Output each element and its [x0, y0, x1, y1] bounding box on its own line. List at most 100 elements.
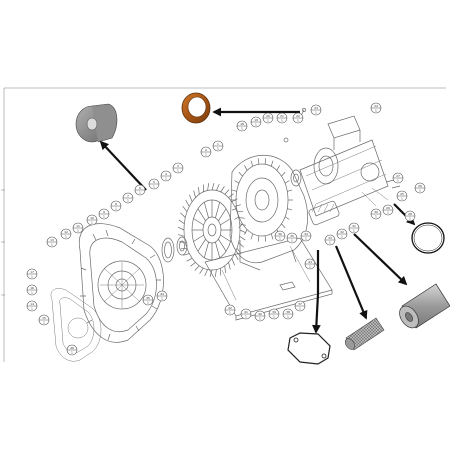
part-balloon-15: 151 [38, 314, 50, 326]
filter-disc[interactable] [75, 103, 118, 143]
shaft-hardware [283, 108, 401, 226]
cover-flange [78, 223, 164, 343]
balloon-number: 5 [153, 180, 155, 184]
balloon-number: 30 [374, 210, 378, 214]
part-balloon-10: 101 [86, 214, 98, 226]
balloon-quantity: 1 [353, 229, 355, 233]
leader-gasket-plate [311, 250, 321, 334]
part-balloon-11: 111 [72, 222, 84, 234]
part-balloon-6: 61 [134, 184, 146, 196]
silencer-cartridge[interactable] [396, 283, 450, 331]
balloon-quantity: 1 [115, 207, 117, 211]
balloon-number: 14 [30, 302, 34, 306]
balloon-number: 12 [64, 230, 68, 234]
part-number-balloons: 1711611411511311211111019181716151413121… [26, 102, 426, 356]
balloon-number: 45 [146, 296, 150, 300]
balloon-quantity: 1 [241, 127, 243, 131]
filter-mesh-sleeve[interactable] [343, 317, 385, 351]
part-balloon-46: 461 [66, 344, 78, 356]
part-balloon-43: 431 [304, 258, 316, 270]
part-balloon-35: 351 [286, 232, 298, 244]
part-balloon-20: 201 [262, 112, 274, 124]
balloon-number: 32 [340, 230, 344, 234]
balloon-quantity: 1 [139, 191, 141, 195]
balloon-number: 44 [160, 292, 164, 296]
balloon-quantity: 1 [279, 237, 281, 241]
part-balloon-21: 211 [276, 112, 288, 124]
part-balloon-33: 331 [324, 234, 336, 246]
leader-silencer-cartridge [353, 233, 408, 286]
part-balloon-40: 401 [254, 310, 266, 322]
balloon-number: 21 [280, 114, 284, 118]
balloon-number: 17 [30, 270, 34, 274]
balloon-number: 28 [408, 212, 412, 216]
leader-filter-disc [99, 140, 147, 191]
balloon-quantity: 1 [153, 185, 155, 189]
base-plate [204, 237, 333, 321]
part-balloon-19: 191 [250, 116, 262, 128]
balloon-quantity: 1 [297, 119, 299, 123]
balloon-number: 31 [352, 224, 356, 228]
balloon-quantity: 1 [217, 147, 219, 151]
part-balloon-16: 161 [26, 284, 38, 296]
part-balloon-28: 281 [404, 210, 416, 222]
gasket-plate[interactable] [287, 332, 331, 365]
part-balloon-42: 421 [224, 304, 236, 316]
part-balloon-37: 371 [294, 300, 306, 312]
balloon-number: 39 [272, 310, 276, 314]
o-ring[interactable] [411, 222, 445, 254]
balloon-number: 18 [240, 122, 244, 126]
balloon-number: 25 [400, 192, 404, 196]
balloon-number: 15 [42, 316, 46, 320]
impeller [177, 183, 247, 277]
balloon-quantity: 1 [315, 111, 317, 115]
part-balloon-12: 121 [60, 228, 72, 240]
flange-ring[interactable] [181, 92, 211, 124]
balloon-quantity: 1 [299, 307, 301, 311]
part-balloon-17: 171 [26, 268, 38, 280]
balloon-quantity: 1 [31, 307, 33, 311]
part-balloon-2: 21 [200, 146, 212, 158]
part-balloon-25: 251 [396, 190, 408, 202]
balloon-number: 19 [254, 118, 258, 122]
balloon-number: 10 [90, 216, 94, 220]
balloon-quantity: 1 [127, 199, 129, 203]
balloon-quantity: 1 [31, 275, 33, 279]
part-balloon-23: 231 [310, 104, 322, 116]
balloon-quantity: 1 [401, 197, 403, 201]
balloon-quantity: 1 [31, 291, 33, 295]
part-balloon-30: 301 [370, 208, 382, 220]
balloon-quantity: 1 [51, 243, 53, 247]
balloon-number: 34 [304, 232, 308, 236]
balloon-number: 1 [217, 142, 219, 146]
part-balloon-32: 321 [336, 228, 348, 240]
part-balloon-26: 261 [414, 182, 426, 194]
balloon-quantity: 1 [305, 237, 307, 241]
balloon-number: 13 [50, 238, 54, 242]
part-balloon-45: 451 [142, 294, 154, 306]
part-balloon-7: 71 [122, 192, 134, 204]
balloon-quantity: 1 [91, 221, 93, 225]
balloon-quantity: 1 [255, 123, 257, 127]
balloon-quantity: 1 [147, 301, 149, 305]
balloon-number: 20 [266, 114, 270, 118]
part-balloon-9: 91 [98, 208, 110, 220]
balloon-number: 35 [290, 234, 294, 238]
balloon-number: 8 [115, 202, 117, 206]
motor [299, 115, 389, 217]
part-balloon-36: 361 [274, 230, 286, 242]
seal-rings [161, 236, 188, 263]
part-balloon-34: 341 [300, 230, 312, 242]
balloon-number: 16 [30, 286, 34, 290]
part-balloon-3: 31 [172, 162, 184, 174]
balloon-quantity: 1 [165, 177, 167, 181]
part-balloon-27: 271 [392, 172, 404, 184]
balloon-number: 43 [308, 260, 312, 264]
balloon-number: 41 [244, 310, 248, 314]
part-balloon-14: 141 [26, 300, 38, 312]
balloon-number: 9 [103, 210, 105, 214]
part-balloon-13: 131 [46, 236, 58, 248]
part-balloon-31: 311 [348, 222, 360, 234]
part-balloon-18: 181 [236, 120, 248, 132]
balloon-quantity: 1 [71, 351, 73, 355]
